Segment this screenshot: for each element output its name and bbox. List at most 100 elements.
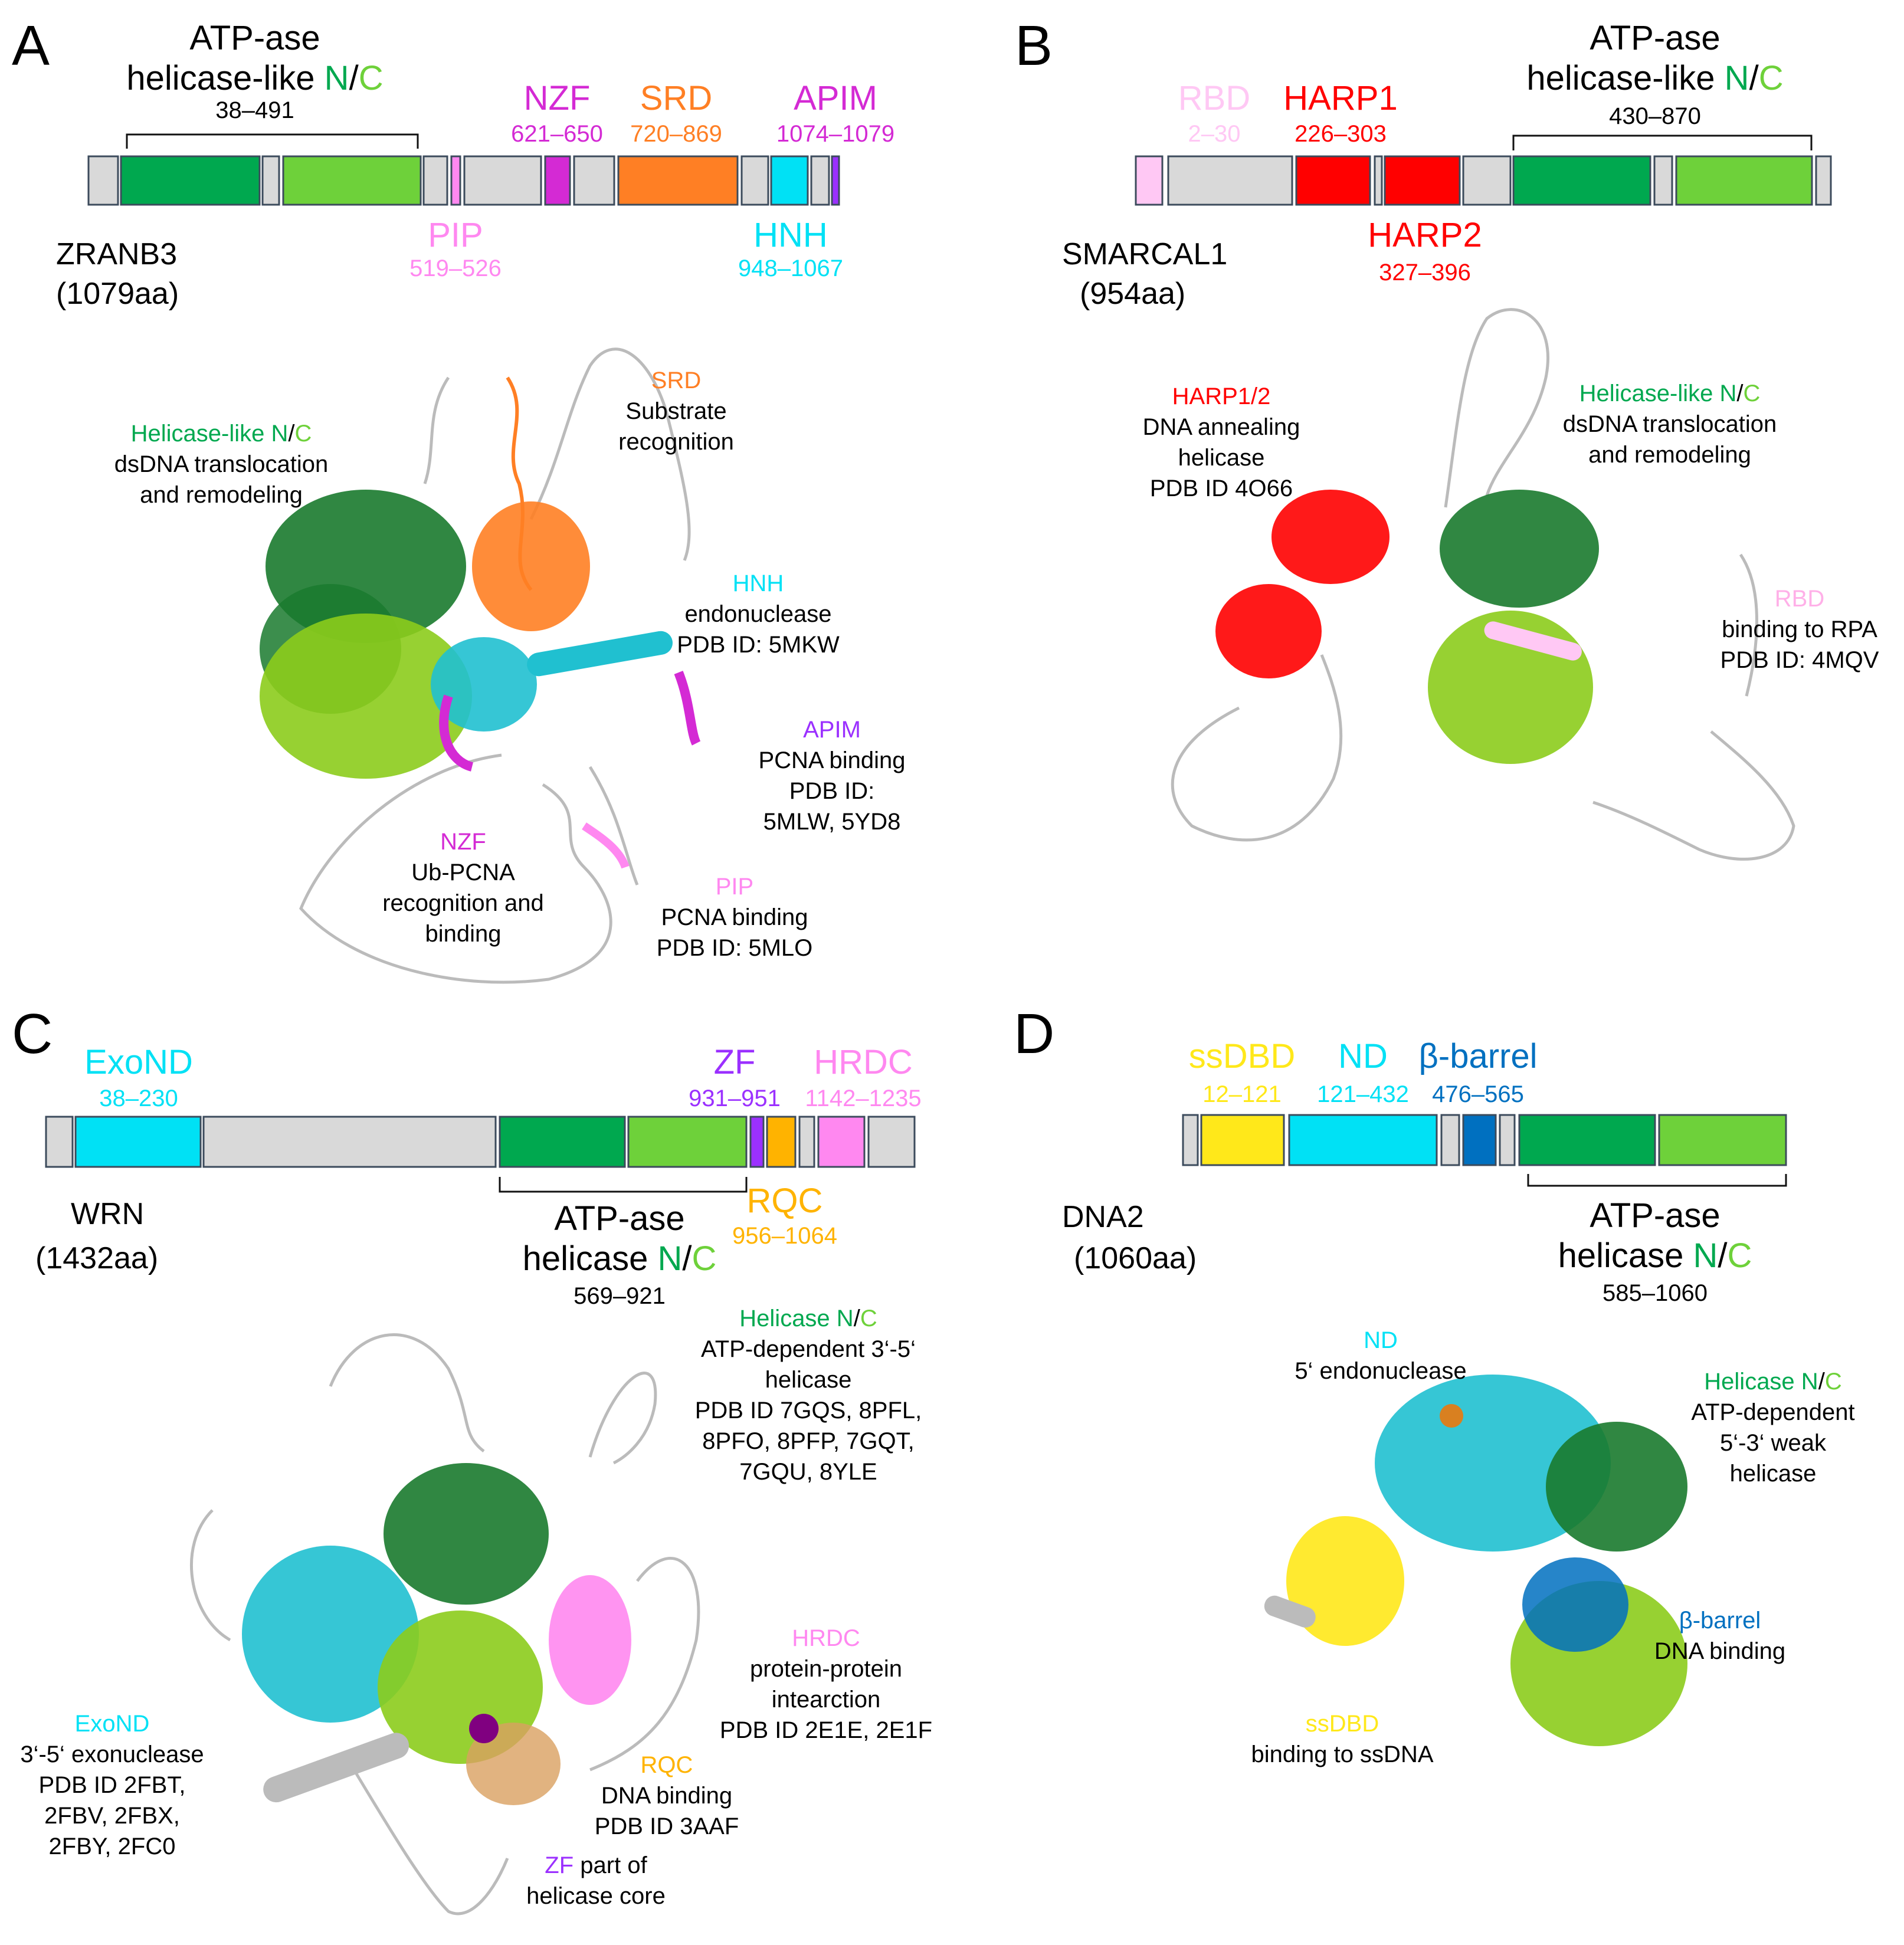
helicase-range: 38–491 [215, 97, 294, 123]
domain-range-rqc: 956–1064 [732, 1223, 837, 1249]
bar-zf [749, 1116, 765, 1168]
bar-gray [1167, 155, 1293, 206]
annotation-apim-line: PCNA binding [758, 747, 905, 773]
annotation-ssdbd-title: ssDBD [1306, 1711, 1379, 1737]
bar-apim [831, 155, 840, 206]
bar-srd [617, 155, 739, 206]
annotation-helicase-line: and remodeling [1588, 442, 1751, 468]
helicase-title-line1: ATP-ase [1590, 1196, 1720, 1235]
annotation-helicase-line: ATP-dependent 3‘-5‘ [701, 1336, 916, 1362]
annotation-ssdbd-line: binding to ssDNA [1251, 1741, 1433, 1767]
helicase-range: 585–1060 [1602, 1280, 1708, 1306]
annotation-srd-line: Substrate [625, 398, 726, 424]
domain-label-apim: APIM [794, 79, 877, 117]
protein-name: ZRANB3 [56, 237, 177, 271]
bar-gray [867, 1116, 916, 1168]
annotation-pip-title: PIP [716, 874, 753, 900]
bar-gray [1440, 1114, 1460, 1166]
bar-gray [1653, 155, 1673, 206]
annotation-apim-line: 5MLW, 5YD8 [763, 809, 901, 835]
helicase-bracket [499, 1177, 748, 1193]
annotation-beta-barrel-title: β-barrel [1679, 1608, 1761, 1634]
bar-nd [1288, 1114, 1438, 1166]
helicase-range: 569–921 [574, 1283, 666, 1309]
bar-ssdbd [1200, 1114, 1285, 1166]
domain-range-zf: 931–951 [689, 1085, 781, 1111]
domain-label-beta-barrel: β-barrel [1419, 1037, 1538, 1075]
helicase-bracket [1527, 1174, 1787, 1187]
annotation-helicase-line: ATP-dependent [1691, 1399, 1854, 1425]
domain-label-rqc: RQC [747, 1182, 823, 1220]
domain-bar-dna2 [1182, 1114, 1787, 1166]
domain-label-harp2: HARP2 [1368, 216, 1482, 254]
annotation-helicase-line: helicase [1730, 1461, 1817, 1487]
panel-a: A ATP-ase helicase-like N/C 38–491 NZF 6… [12, 14, 906, 984]
helicase-title-line2: helicase-like N/C [1526, 59, 1783, 97]
domain-bar-zranb3 [87, 155, 840, 206]
bar-helicase-n [1518, 1114, 1656, 1166]
annotation-rqc-line: DNA binding [601, 1783, 732, 1809]
protein-name: DNA2 [1062, 1200, 1144, 1234]
annotation-helicase-title: Helicase-like N/C [131, 421, 312, 447]
domain-bar-wrn [45, 1116, 916, 1168]
bar-gray [1499, 1114, 1516, 1166]
annotation-rbd-title: RBD [1775, 586, 1824, 612]
domain-label-hnh: HNH [753, 216, 828, 254]
annotation-hrdc-line: intearction [772, 1687, 881, 1713]
domain-range-hnh: 948–1067 [738, 255, 843, 281]
bar-exond [74, 1116, 202, 1168]
protein-name: SMARCAL1 [1062, 237, 1227, 271]
bar-helicase-c [627, 1116, 748, 1168]
annotation-srd-line: recognition [618, 429, 734, 455]
domain-range-srd: 720–869 [630, 121, 722, 147]
annotation-nzf-line: recognition and [382, 890, 544, 916]
domain-range-harp1: 226–303 [1295, 121, 1387, 147]
domain-range-hrdc: 1142–1235 [805, 1085, 921, 1111]
structure-zranb3 [260, 347, 701, 984]
domain-range-apim: 1074–1079 [776, 121, 894, 147]
bar-gray [810, 155, 830, 206]
bar-gray [45, 1116, 74, 1168]
panel-letter-a: A [12, 14, 50, 77]
helicase-title-line1: ATP-ase [1590, 19, 1720, 57]
bar-harp2 [1384, 155, 1461, 206]
annotation-rbd-line: binding to RPA [1722, 616, 1877, 642]
bar-helicase-c [282, 155, 422, 206]
annotation-zf-title: ZF part of [545, 1852, 647, 1878]
bar-gray [422, 155, 448, 206]
helicase-range: 430–870 [1609, 103, 1701, 129]
bar-helicase-n [499, 1116, 626, 1168]
annotation-helicase-line: PDB ID 7GQS, 8PFL, [695, 1398, 922, 1424]
annotation-helicase-title: Helicase N/C [1704, 1369, 1841, 1395]
panel-letter-c: C [12, 1002, 53, 1065]
annotation-hnh-title: HNH [733, 570, 784, 596]
annotation-exond-title: ExoND [75, 1711, 150, 1737]
bar-hrdc [817, 1116, 866, 1168]
domain-range-beta-barrel: 476–565 [1432, 1081, 1524, 1107]
bar-gray [740, 155, 769, 206]
annotation-exond-line: PDB ID 2FBT, [39, 1772, 186, 1798]
protein-length: (1432aa) [35, 1241, 158, 1275]
helicase-title-line2: helicase N/C [1558, 1236, 1752, 1275]
structure-wrn [189, 1333, 700, 1916]
annotation-srd-title: SRD [651, 368, 701, 393]
annotation-hrdc-line: protein-protein [750, 1656, 902, 1682]
annotation-harp-line: DNA annealing [1143, 414, 1300, 440]
annotation-rqc-title: RQC [641, 1752, 693, 1778]
annotation-helicase-line: helicase [765, 1367, 852, 1393]
domain-range-nzf: 621–650 [511, 121, 603, 147]
panel-letter-b: B [1015, 14, 1053, 77]
annotation-rqc-line: PDB ID 3AAF [595, 1813, 739, 1839]
annotation-hnh-line: endonuclease [684, 601, 831, 627]
helicase-title-line2: helicase-like N/C [126, 59, 383, 97]
domain-label-nd: ND [1338, 1037, 1388, 1075]
bar-helicase-n [120, 155, 261, 206]
bar-pip [450, 155, 461, 206]
bar-gray [573, 155, 615, 206]
domain-range-rbd: 2–30 [1188, 121, 1241, 147]
domain-range-harp2: 327–396 [1379, 260, 1471, 286]
protein-length: (1060aa) [1074, 1241, 1197, 1275]
annotation-exond-line: 2FBY, 2FC0 [49, 1834, 176, 1859]
bar-gray [1374, 155, 1383, 206]
